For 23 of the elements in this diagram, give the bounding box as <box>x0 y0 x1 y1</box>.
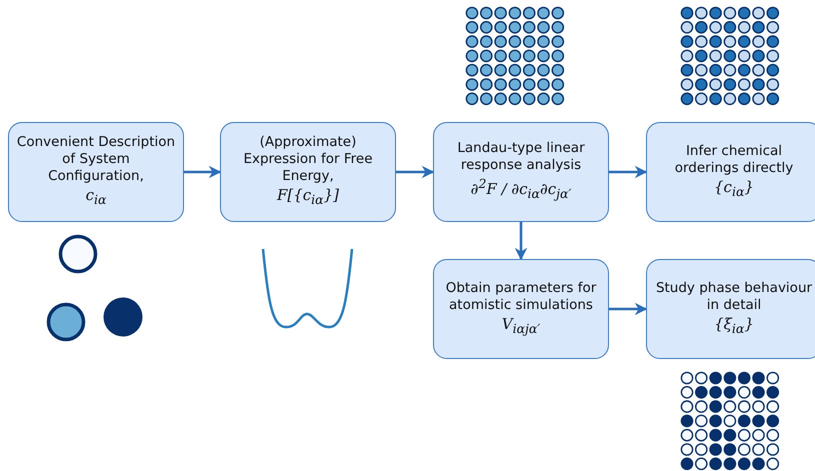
box-label: Convenient Description of System Configuration, <box>16 134 176 185</box>
arrow <box>609 166 648 178</box>
process-box <box>433 259 609 359</box>
math-expression: F[{c$_{iα}$}] <box>276 185 340 209</box>
process-box <box>646 122 815 222</box>
math-expression: c$_{iα}$ <box>86 185 106 209</box>
box-label: (Approximate) Expression for Free Energy, <box>242 134 374 185</box>
math-expression: V$_{iαjα′}$ <box>502 314 540 338</box>
process-box <box>8 122 184 222</box>
math-expression: ∂$^{2}$F / ∂c$_{iα}$∂c$_{jα′}$ <box>470 175 572 203</box>
arrow <box>396 166 434 178</box>
process-box <box>220 122 396 222</box>
process-box <box>646 259 815 359</box>
box-label: Infer chemical orderings directly <box>674 142 794 176</box>
process-box <box>433 122 609 222</box>
arrow <box>609 302 648 316</box>
math-expression: {ξ$_{iα}$} <box>714 314 754 338</box>
box-label: Study phase behaviour in detail <box>654 280 814 314</box>
arrow <box>184 166 222 178</box>
arrow <box>514 222 528 260</box>
box-label: Obtain parameters for atomistic simulations <box>444 280 598 314</box>
math-expression: {c$_{iα}$} <box>714 176 754 200</box>
box-label: Landau-type linear response analysis <box>456 140 586 174</box>
